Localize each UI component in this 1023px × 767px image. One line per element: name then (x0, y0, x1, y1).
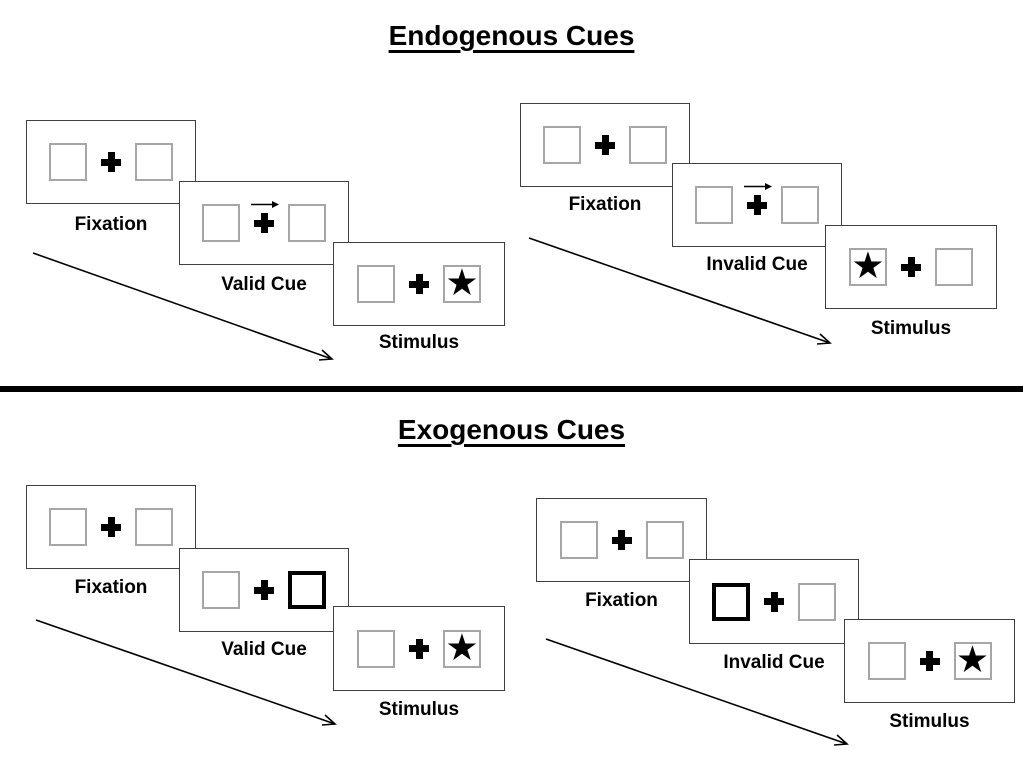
plus-shape (901, 257, 921, 277)
exogenous-section-title: Exogenous Cues (397, 414, 626, 445)
highlighted-cue-box (712, 582, 750, 621)
left-placeholder-box (49, 143, 87, 181)
endo-invalid-fixation-panel (520, 103, 690, 187)
panel-label-valid-cue: Valid Cue (221, 274, 307, 295)
panel-label-stimulus: Stimulus (378, 699, 460, 720)
right-placeholder-box (798, 582, 836, 621)
left-placeholder-box (357, 265, 395, 303)
fixation-cross-icon (101, 517, 121, 537)
star-icon: ★ (445, 262, 479, 303)
fixation-cross-icon (254, 580, 274, 600)
fixation-cross-with-cue (251, 201, 279, 233)
left-placeholder-box (695, 186, 733, 224)
left-placeholder-box (543, 126, 581, 164)
panel-label-invalid-cue: Invalid Cue (723, 652, 825, 673)
target-star-box: ★ (849, 245, 887, 286)
panel-label-stimulus: Stimulus (889, 711, 970, 732)
right-placeholder-box (135, 143, 173, 181)
plus-shape (254, 580, 274, 600)
panel-label-fixation: Fixation (74, 577, 148, 598)
plus-shape (747, 195, 767, 215)
plus-shape (254, 213, 274, 233)
target-star-box: ★ (953, 639, 992, 680)
endo-invalid-stimulus-panel: ★ (825, 225, 997, 309)
right-arrow-cue-icon (251, 201, 279, 208)
fixation-cross-icon (901, 257, 921, 277)
fixation-cross-icon (595, 135, 615, 155)
fixation-cross-icon (611, 530, 632, 550)
star-icon: ★ (445, 626, 479, 668)
left-placeholder-box (867, 642, 906, 680)
endo-valid-cue-panel (179, 181, 349, 265)
fixation-cross-icon (409, 638, 429, 659)
sequence-order-arrow (35, 619, 337, 726)
plus-shape (595, 135, 615, 155)
star-icon: ★ (955, 639, 990, 680)
right-placeholder-box (629, 126, 667, 164)
left-placeholder-box (49, 508, 87, 546)
plus-shape (409, 638, 429, 659)
endo-invalid-cue-panel (672, 163, 842, 247)
panel-label-fixation: Fixation (568, 194, 642, 215)
exo-valid-fixation-panel (26, 485, 196, 569)
panel-label-fixation: Fixation (74, 214, 148, 235)
fixation-cross-with-cue (744, 183, 772, 215)
star-icon: ★ (851, 245, 885, 286)
fixation-cross-icon (919, 651, 940, 671)
plus-shape (101, 152, 121, 172)
panel-label-invalid-cue: Invalid Cue (706, 254, 808, 275)
sequence-order-arrow (528, 237, 832, 345)
panel-label-valid-cue: Valid Cue (221, 639, 307, 660)
endo-valid-stimulus-panel: ★ (333, 242, 505, 326)
right-placeholder-box (781, 186, 819, 224)
fixation-cross-icon (764, 591, 784, 612)
target-star-box: ★ (443, 626, 481, 668)
left-placeholder-box (202, 571, 240, 609)
exo-invalid-stimulus-panel: ★ (844, 619, 1015, 703)
target-star-box: ★ (443, 262, 481, 303)
endogenous-section-title: Endogenous Cues (388, 20, 635, 51)
endo-valid-fixation-panel (26, 120, 196, 204)
panel-label-stimulus: Stimulus (378, 332, 460, 353)
left-placeholder-box (559, 521, 598, 559)
highlighted-cue-box (288, 571, 326, 609)
right-arrow-cue-icon (744, 183, 772, 190)
right-placeholder-box (135, 508, 173, 546)
sequence-order-arrow (32, 252, 334, 361)
fixation-cross-icon (409, 274, 429, 294)
right-placeholder-box (288, 204, 326, 242)
plus-shape (409, 274, 429, 294)
left-placeholder-box (357, 629, 395, 668)
exo-invalid-cue-panel (689, 559, 859, 644)
right-placeholder-box (935, 248, 973, 286)
plus-shape (101, 517, 121, 537)
section-divider-line (0, 386, 1023, 392)
panel-label-fixation: Fixation (585, 590, 658, 611)
plus-shape (611, 530, 632, 550)
plus-shape (919, 651, 940, 671)
exo-valid-cue-panel (179, 548, 349, 632)
fixation-cross-icon (101, 152, 121, 172)
plus-shape (764, 591, 784, 612)
exo-valid-stimulus-panel: ★ (333, 606, 505, 691)
left-placeholder-box (202, 204, 240, 242)
sequence-order-arrow (545, 638, 849, 746)
right-placeholder-box (645, 521, 684, 559)
panel-label-stimulus: Stimulus (870, 318, 952, 339)
exo-invalid-fixation-panel (536, 498, 707, 582)
